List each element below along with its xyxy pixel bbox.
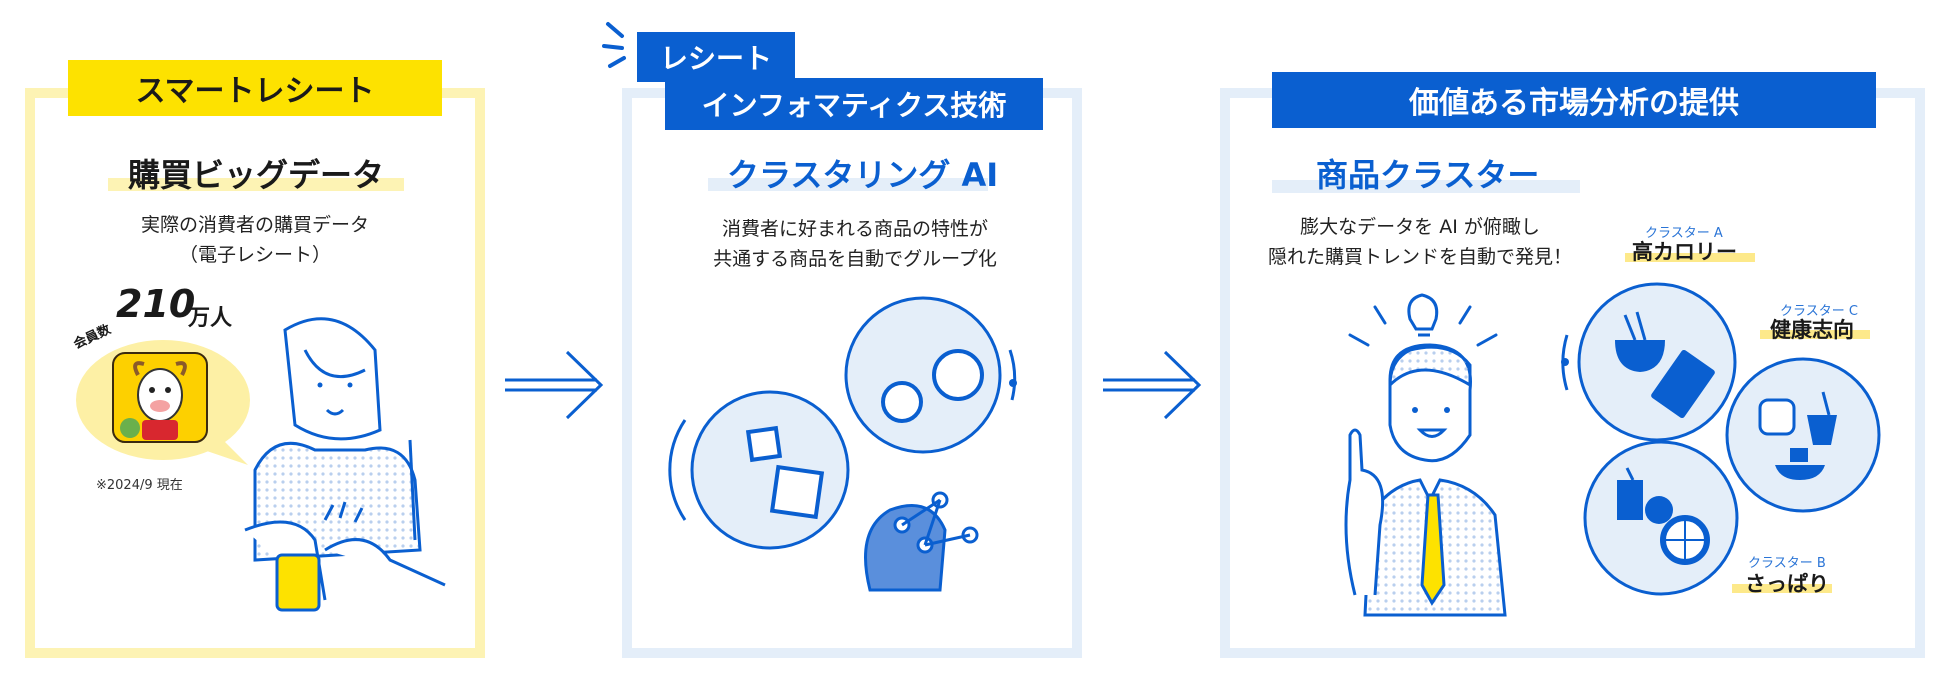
- cluster-a-highlight: [1625, 253, 1755, 262]
- panel2-desc-line1: 消費者に好まれる商品の特性が: [721, 218, 988, 240]
- panel1-title: 購買ビッグデータ: [128, 156, 385, 194]
- cluster-c-name: 健康志向: [1770, 318, 1854, 342]
- cluster-a-tag: クラスター A: [1645, 226, 1723, 241]
- businessman-illustration: [1344, 293, 1507, 617]
- panel1-desc-line1: 実際の消費者の購買データ: [140, 214, 369, 236]
- arrow-right-1: [505, 350, 604, 420]
- tab-informatics: インフォマティクス技術: [665, 78, 1043, 130]
- cluster-b-highlight: [1732, 584, 1832, 593]
- title-highlight: [108, 178, 404, 191]
- title-highlight: [708, 178, 988, 191]
- cluster-a-name: 高カロリー: [1632, 240, 1737, 264]
- tab-market-analysis: 価値ある市場分析の提供: [1272, 72, 1876, 128]
- cluster-b-name: さっぱり: [1745, 572, 1829, 596]
- tab-smart-receipt: スマートレシート: [68, 60, 442, 116]
- title-highlight: [1272, 180, 1580, 193]
- panel2-desc-line2: 共通する商品を自動でグループ化: [713, 248, 997, 270]
- panel3-desc-line1: 膨大なデータを AI が俯瞰し: [1300, 216, 1540, 238]
- clustering-circles-illustration: [668, 296, 1017, 592]
- arrow-right-2: [1103, 350, 1202, 420]
- sparkle-icon: [602, 22, 626, 68]
- mascot-icon: [112, 352, 208, 443]
- panel1-desc-line2: （電子レシート）: [178, 244, 331, 266]
- members-value: 210: [116, 282, 196, 326]
- woman-with-phone-illustration: [244, 317, 446, 612]
- cluster-c-tag: クラスター C: [1780, 304, 1858, 319]
- members-unit: 万人: [188, 306, 233, 331]
- tab-receipt: レシート: [637, 32, 795, 82]
- panel3-title: 商品クラスター: [1316, 156, 1540, 194]
- product-clusters-illustration: [1561, 282, 1881, 596]
- panel2-title: クラスタリング AI: [727, 156, 999, 194]
- cluster-b-tag: クラスター B: [1748, 556, 1826, 571]
- date-note: ※2024/9 現在: [96, 478, 183, 493]
- cluster-c-highlight: [1760, 330, 1870, 339]
- panel3-desc-line2: 隠れた購買トレンドを自動で発見！: [1267, 246, 1572, 268]
